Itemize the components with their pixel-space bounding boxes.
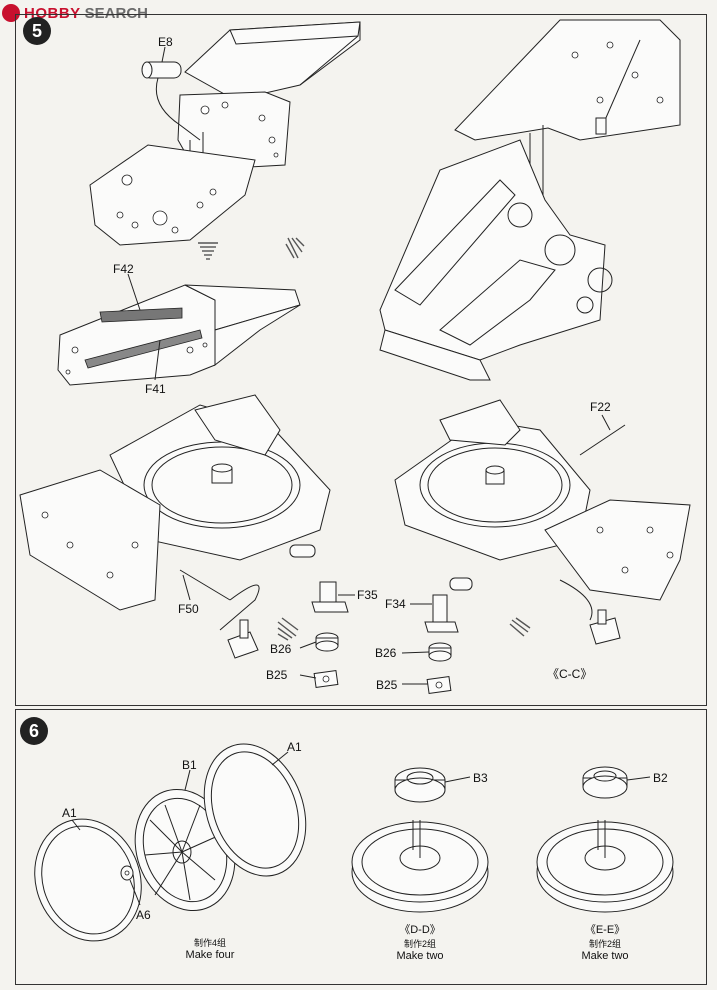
gun-carriage-assembly xyxy=(379,19,681,381)
part-label-f50: F50 xyxy=(178,602,199,616)
caption-wheel-e-e-zh: 制作2组 xyxy=(588,939,621,949)
part-label-f41: F41 xyxy=(145,382,166,396)
caption-wheel-d-d-zh: 制作2组 xyxy=(403,939,436,949)
caption-wheel-e-e: 《E-E》 制作2组 Make two xyxy=(570,921,640,962)
down-arrow-icon xyxy=(198,242,218,260)
part-label-b2: B2 xyxy=(653,771,668,785)
step-6-badge: 6 xyxy=(20,717,48,745)
diagonal-arrow-icon xyxy=(509,617,531,637)
part-label-f22: F22 xyxy=(590,400,611,414)
shield-plate-subassembly xyxy=(89,21,361,246)
caption-wheel-b1-zh: 制作4组 xyxy=(193,938,226,948)
part-label-b1: B1 xyxy=(182,758,197,772)
section-label-c-c: 《C-C》 xyxy=(547,667,593,681)
turntable-right xyxy=(394,399,691,645)
watermark: HOBBY SEARCH xyxy=(2,2,148,24)
caption-wheel-e-e-section: 《E-E》 xyxy=(584,924,626,936)
caption-wheel-d-d-en: Make two xyxy=(396,950,444,962)
step-5-panel xyxy=(15,14,707,706)
caption-wheel-e-e-en: Make two xyxy=(581,950,629,962)
leader-lines xyxy=(71,46,651,906)
part-label-a6: A6 xyxy=(136,908,151,922)
part-label-a1-left: A1 xyxy=(62,806,77,820)
part-label-f35: F35 xyxy=(357,588,378,602)
wheel-e-e xyxy=(536,766,674,913)
assembled-shield xyxy=(57,284,301,386)
wheel-d-d xyxy=(351,767,489,913)
step-6-panel xyxy=(15,709,707,985)
part-label-b3: B3 xyxy=(473,771,488,785)
caption-wheel-b1-en: Make four xyxy=(185,949,235,961)
diagonal-arrow-icon xyxy=(285,237,305,259)
part-label-f34: F34 xyxy=(385,597,406,611)
part-label-b25-left: B25 xyxy=(266,668,288,682)
caption-wheel-d-d-section: 《D-D》 xyxy=(399,924,441,936)
part-label-b26-right: B26 xyxy=(375,646,397,660)
caption-wheel-b1: 制作4组 Make four xyxy=(180,936,240,961)
part-label-e8: E8 xyxy=(158,35,173,49)
wheel-exploded xyxy=(34,743,307,942)
watermark-text: SEARCH xyxy=(84,4,149,22)
turntable-left xyxy=(19,394,331,659)
step-5-badge: 5 xyxy=(23,17,51,45)
diagonal-arrow-icon xyxy=(277,617,299,641)
part-label-a1-top: A1 xyxy=(287,740,302,754)
mount-stack-left xyxy=(311,581,349,689)
caption-wheel-d-d: 《D-D》 制作2组 Make two xyxy=(385,921,455,962)
part-label-b26-left: B26 xyxy=(270,642,292,656)
part-label-b25-right: B25 xyxy=(376,678,398,692)
part-label-f42: F42 xyxy=(113,262,134,276)
mount-stack-right xyxy=(424,594,459,695)
